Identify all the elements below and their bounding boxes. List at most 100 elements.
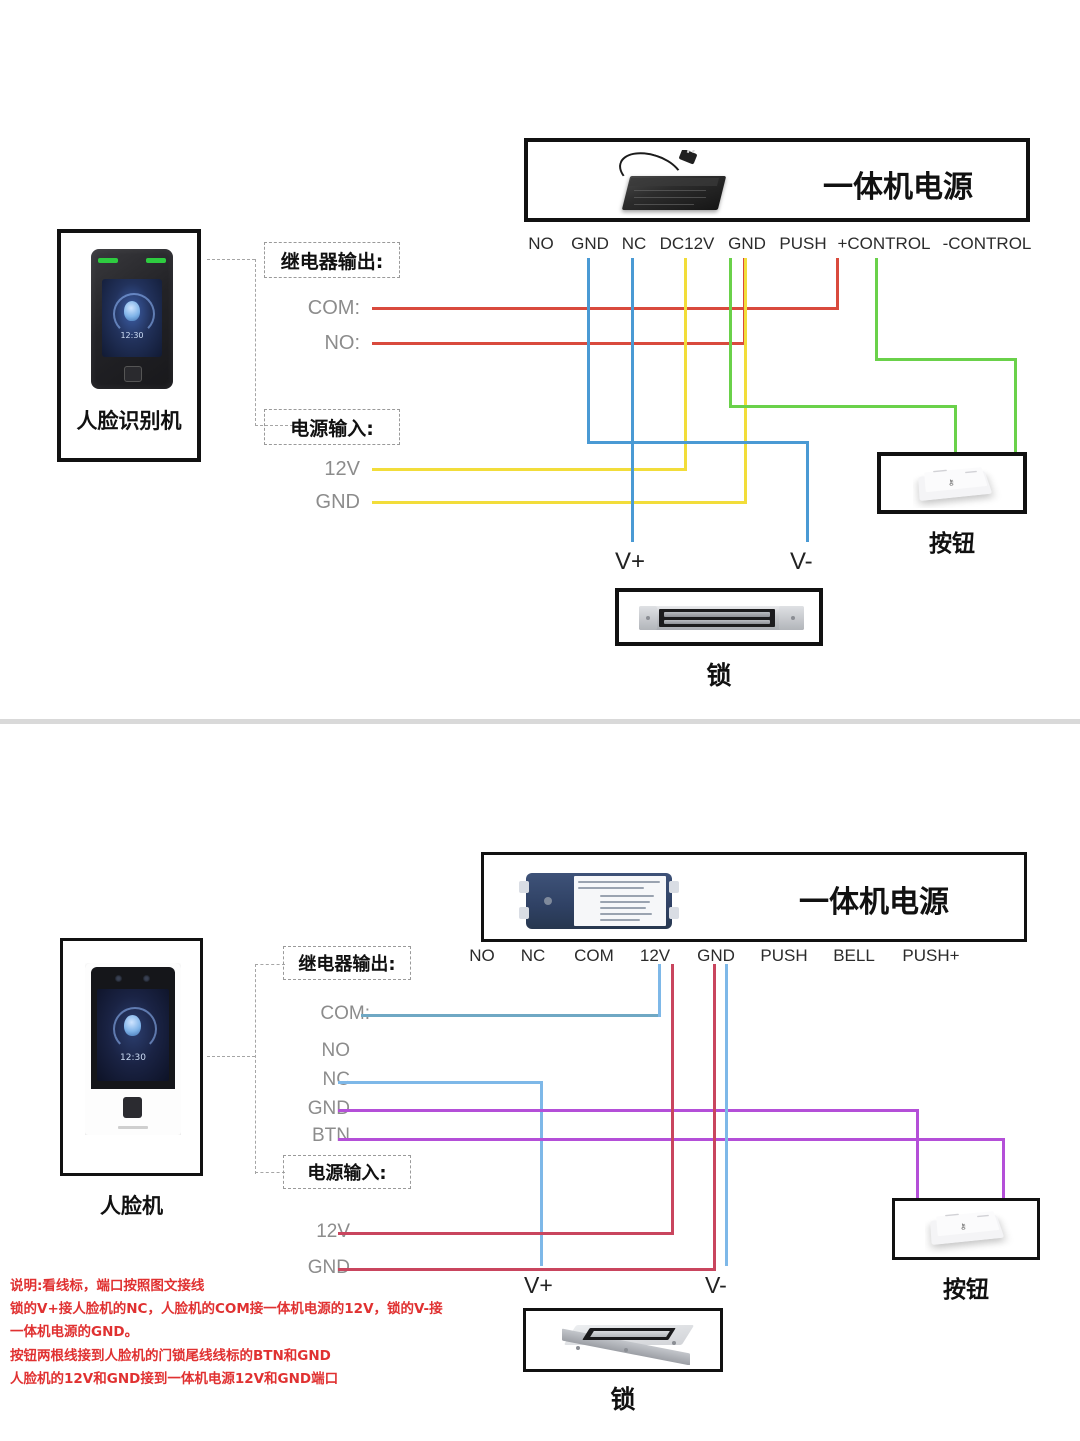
- wiring-note: 说明:看线标，端口按照图文接线 锁的V+接人脸机的NC，人脸机的COM接一体机电…: [10, 1275, 550, 1391]
- top-port-GND-1: GND: [571, 234, 609, 253]
- magnetic-lock-image: [639, 602, 804, 634]
- top-power-supply-box: 一体机电源: [524, 138, 1030, 222]
- bottom-power-supply-box: 一体机电源: [481, 852, 1027, 942]
- bottom-lock-box: [523, 1308, 723, 1372]
- wire-bottom-com-teal-h: [361, 1014, 661, 1017]
- note-line-1: 说明:看线标，端口按照图文接线: [10, 1278, 205, 1294]
- wire-top-blue-nc-v: [631, 258, 634, 542]
- bottom-terminal-12V: 12V: [316, 1221, 350, 1242]
- top-lock-box: [615, 588, 823, 646]
- top-terminal-GND: GND: [315, 491, 360, 513]
- bottom-callout-line-h2: [255, 964, 285, 965]
- wire-bottom-12v-crimson-h: [338, 1232, 674, 1235]
- wire-bottom-btn-purple-h: [338, 1138, 1003, 1141]
- top-lock-vminus-label: V-: [790, 548, 813, 575]
- wire-top-green-gnd-h: [729, 405, 957, 408]
- wire-top-no-red-h: [372, 342, 746, 345]
- bottom-port-PUSH-plus: PUSH+: [902, 946, 960, 965]
- bottom-face-device-box: 12:30: [60, 938, 203, 1176]
- note-line-4: 按钮两根线接到人脸机的门锁尾线线标的BTN和GND: [10, 1347, 331, 1364]
- bottom-callout-line-h1: [207, 1056, 255, 1057]
- face-screen-clock: 12:30: [120, 331, 144, 340]
- wire-top-12v-yellow-h: [372, 468, 686, 471]
- magnetic-lock-image-bottom: [548, 1319, 708, 1365]
- bottom-face-device-caption: 人脸机: [100, 1194, 163, 1218]
- wire-bottom-btn-purple-v: [1002, 1138, 1005, 1199]
- top-lock-vplus-label: V+: [615, 548, 646, 575]
- bottom-terminal-GND-2: GND: [307, 1257, 350, 1278]
- top-group-relay-output: 继电器输出:: [264, 242, 400, 278]
- wire-bottom-nc-blue-v: [540, 1081, 543, 1266]
- bottom-group-power-input-label: 电源输入:: [307, 1163, 387, 1184]
- bottom-port-12V: 12V: [639, 946, 671, 965]
- exit-button-image-bottom: ⚷: [925, 1206, 1015, 1254]
- top-callout-line-h1: [207, 259, 255, 260]
- note-line-2: 锁的V+接人脸机的NC，人脸机的COM接一体机电源的12V，锁的V-接: [10, 1301, 443, 1318]
- wire-top-12v-yellow-v: [684, 258, 687, 471]
- wire-top-green-gnd-v1: [729, 258, 732, 408]
- wire-top-gnd-yellow-v: [744, 258, 747, 504]
- bottom-terminal-BTN: BTN: [312, 1125, 350, 1146]
- note-line-3: 一体机电源的GND。: [10, 1324, 139, 1341]
- face-terminal-image-bottom: 12:30: [85, 963, 181, 1135]
- top-port-NC: NC: [621, 234, 647, 253]
- wire-bottom-nc-blue-h: [338, 1081, 543, 1084]
- top-wiring-diagram: 一体机电源 NO GND NC DC12V GND PUSH +CONTROL …: [0, 0, 1080, 719]
- face-terminal-image: 12:30: [91, 249, 173, 389]
- top-port-GND-2: GND: [728, 234, 766, 253]
- bottom-lock-caption: 锁: [610, 1385, 636, 1414]
- top-terminal-12V: 12V: [324, 458, 360, 480]
- top-power-supply-title: 一体机电源: [823, 170, 973, 205]
- wire-bottom-com-blue-v: [658, 964, 661, 1017]
- wire-top-com-red-h: [372, 307, 838, 310]
- top-terminal-COM: COM:: [307, 297, 360, 319]
- wire-top-green-plus-v1: [875, 258, 878, 361]
- wire-top-blue-gnd-v1: [587, 258, 590, 443]
- top-button-box: ⚷: [877, 452, 1027, 514]
- bottom-callout-line-v: [255, 964, 256, 1174]
- top-group-power-input: 电源输入:: [264, 409, 400, 445]
- wire-top-green-plus-h: [875, 358, 1017, 361]
- bottom-power-supply-title: 一体机电源: [799, 885, 949, 920]
- wire-top-com-red-v: [836, 258, 839, 310]
- bottom-port-COM: COM: [574, 946, 614, 965]
- note-line-5: 人脸机的12V和GND接到一体机电源12V和GND端口: [10, 1370, 339, 1387]
- exit-button-image: ⚷: [913, 462, 1003, 508]
- bottom-group-relay-output-label: 继电器输出:: [298, 954, 396, 975]
- section-divider: [0, 719, 1080, 724]
- top-lock-caption: 锁: [706, 661, 732, 690]
- power-supply-image: [608, 150, 738, 216]
- bottom-terminal-NO: NO: [321, 1040, 351, 1061]
- bottom-port-NC: NC: [520, 946, 546, 965]
- wire-bottom-vminus-blue-v: [725, 964, 728, 1266]
- bottom-lock-vplus-label: V+: [524, 1272, 553, 1298]
- top-port-plus-control: +CONTROL: [837, 234, 931, 253]
- top-callout-line-h2: [255, 425, 303, 426]
- top-callout-line-v: [255, 259, 256, 426]
- bottom-group-power-input: 电源输入:: [283, 1155, 411, 1189]
- top-face-device-box: 12:30 人脸识别机: [57, 229, 201, 462]
- top-port-NO: NO: [528, 234, 554, 253]
- face-screen-clock-bottom: 12:30: [120, 1053, 146, 1063]
- wire-top-gnd-yellow-h: [372, 501, 746, 504]
- wire-bottom-gnd-crimson-h: [338, 1268, 716, 1271]
- bottom-port-BELL: BELL: [833, 946, 875, 965]
- wire-bottom-12v-crimson-v: [671, 964, 674, 1235]
- bottom-button-caption: 按钮: [943, 1277, 989, 1303]
- top-terminal-NO: NO:: [324, 332, 360, 354]
- wire-top-blue-gnd-h: [587, 441, 809, 444]
- top-group-relay-output-label: 继电器输出:: [280, 250, 384, 273]
- top-group-power-input-label: 电源输入:: [290, 417, 374, 440]
- bottom-port-PUSH: PUSH: [760, 946, 808, 965]
- bottom-callout-line-h3: [255, 1172, 285, 1173]
- wire-top-green-plus-v2: [1014, 358, 1017, 453]
- bottom-lock-vminus-label: V-: [705, 1272, 727, 1298]
- wire-top-blue-gnd-v2: [806, 441, 809, 542]
- bottom-terminal-NC: NC: [322, 1069, 350, 1090]
- wire-top-green-gnd-v2: [954, 405, 957, 453]
- bottom-button-box: ⚷: [892, 1198, 1040, 1260]
- top-port-DC12V: DC12V: [659, 234, 715, 253]
- bottom-terminal-COM: COM:: [320, 1003, 370, 1024]
- bottom-group-relay-output: 继电器输出:: [283, 946, 411, 980]
- top-face-device-caption: 人脸识别机: [76, 409, 182, 433]
